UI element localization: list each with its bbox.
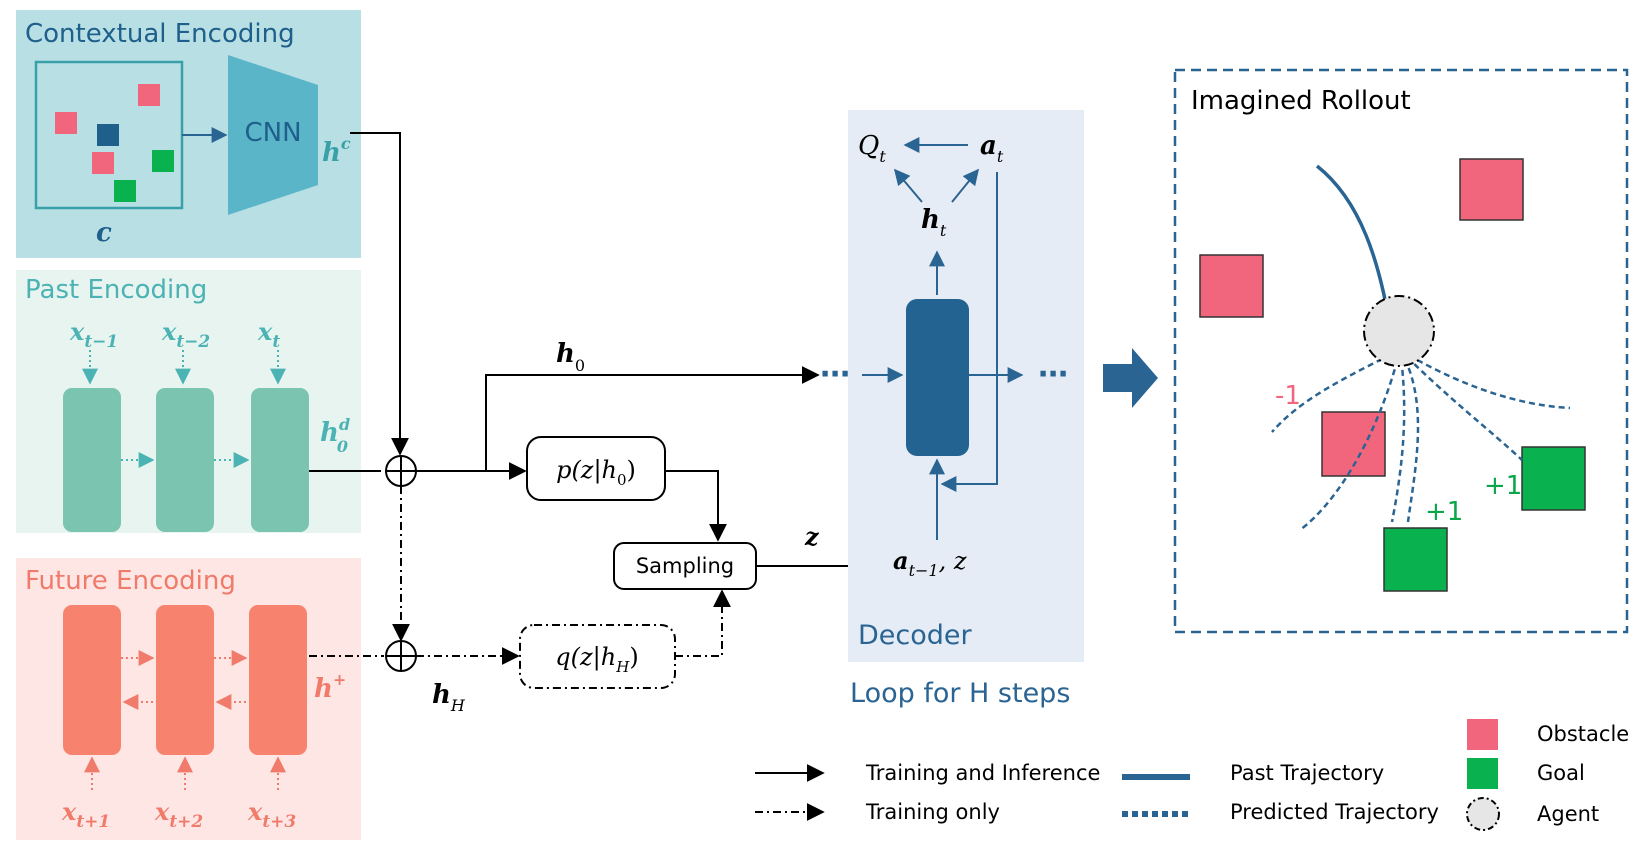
past-title: Past Encoding [25,275,207,305]
legend-agent: Agent [1537,802,1599,826]
h0-to-decoder-arrow [485,366,820,471]
cnn-label: CNN [244,118,301,148]
future-encoding-panel: Future Encoding xt+1 xt+2 xt+3 h+ [16,558,361,840]
decoder-block [906,299,969,456]
hc-to-fusion-arrow [350,132,409,456]
decoder-input-label: at−1, z [893,546,967,580]
past-block [156,388,214,532]
loop-label: Loop for H steps [850,678,1070,709]
legend-past-trajectory: Past Trajectory [1230,761,1384,785]
ht-to-Q-arrow [893,168,923,203]
rollout-agent [1363,295,1435,367]
future-input-3: xt+3 [247,797,296,832]
legend-obstacle-swatch [1467,719,1498,750]
past-encoding-panel: Past Encoding xt−1 xt−2 xt h0d [16,270,361,533]
legend-predicted-trajectory: Predicted Trajectory [1230,800,1439,824]
rollout-title: Imagined Rollout [1191,86,1411,116]
sampling-label: Sampling [636,554,734,578]
context-c-label: c [96,218,112,248]
map-goal [152,150,174,172]
legend-goal-swatch [1467,758,1498,789]
to-rollout-arrow [1103,348,1158,408]
past-input-1: xt−1 [69,317,118,352]
legend-training-only: Training only [865,800,1000,824]
ht-to-a-arrow [951,168,980,203]
future-input-2: xt+2 [154,797,203,832]
imagined-rollout-panel: Imagined Rollout -1 +1 +1 [1173,68,1629,634]
future-input-1: xt+1 [61,797,110,832]
map-obstacle [55,112,77,134]
posterior-label: q(z|hH) [555,643,638,676]
legend-obstacle: Obstacle [1537,722,1629,746]
legend: Training and Inference Training only Pas… [755,719,1629,831]
feedback-loop-arrow [940,172,998,492]
legend-agent-swatch [1466,797,1500,831]
past-block [251,388,309,532]
future-title: Future Encoding [25,566,236,596]
prior-label: p(z|h0) [556,456,636,489]
score-pos: +1 [1484,471,1522,501]
contextual-encoding-panel: Contextual Encoding c CNN hc [16,10,361,258]
contextual-title: Contextual Encoding [25,19,295,49]
latent-section: h0 hH p(z|h0) q(z|hH) Sampling z [309,132,880,715]
decoder-ellipsis-right: ⋯ [1038,357,1068,392]
rollout-obstacle [1459,158,1524,221]
past-block [63,388,121,532]
map-obstacle [138,84,160,106]
at-label: at [980,131,1004,166]
hH-label: hH [432,680,466,715]
legend-goal: Goal [1537,761,1585,785]
prior-to-sampling-arrow [665,470,727,542]
ht-label: ht [921,205,947,240]
score-pos: +1 [1425,497,1463,527]
past-hd-label: h0d [320,415,350,456]
hc-label: hc [322,134,351,168]
predicted-trajectory [1390,349,1406,523]
map-goal [114,180,136,202]
future-h-label: h+ [314,670,346,704]
rollout-obstacle [1199,254,1264,318]
future-block [63,605,121,755]
future-block [156,605,214,755]
past-input-3: xt [257,317,280,352]
Q-label: Qt [858,131,886,166]
map-agent [97,124,119,146]
z-label: z [804,522,820,551]
score-neg: -1 [1275,381,1301,411]
fusion-plus-lower [385,640,417,672]
decoder-panel: Decoder Loop for H steps ⋯ ⋯ at−1, z ht … [820,110,1084,709]
predicted-trajectory [1398,349,1420,523]
posterior-to-sampling-arrow [675,589,731,657]
fusion-plus-upper [385,455,417,487]
prior-box [526,436,666,501]
h0-label: h0 [556,339,585,375]
rollout-goal [1383,527,1448,592]
past-input-2: xt−2 [161,317,210,352]
cnn-block [228,55,318,215]
decoder-ellipsis-left: ⋯ [820,357,850,392]
map-obstacle [92,152,114,174]
future-block [249,605,307,755]
decoder-label: Decoder [858,620,973,651]
legend-training-inference: Training and Inference [865,761,1100,785]
rollout-obstacle [1321,411,1386,477]
predicted-trajectory [1399,349,1523,461]
rollout-goal [1521,446,1586,511]
